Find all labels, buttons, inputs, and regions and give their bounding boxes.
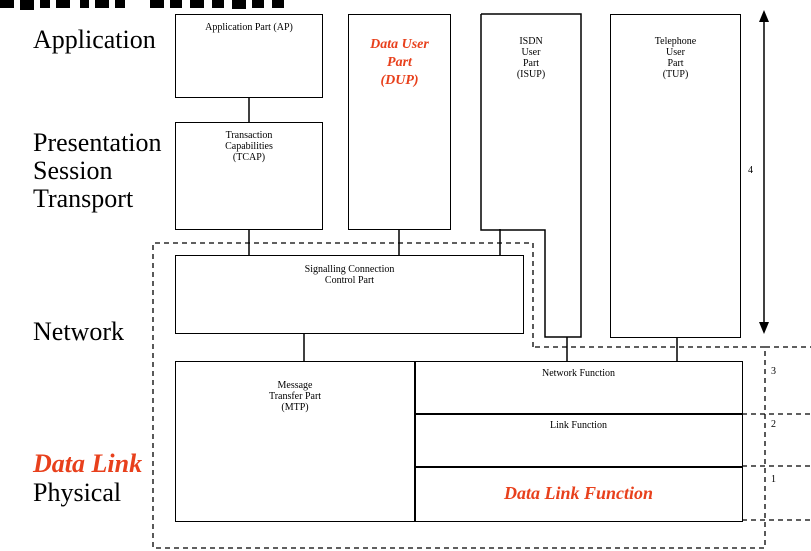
level-2-number: 2: [771, 419, 776, 430]
dup-label-2: Part: [387, 55, 412, 70]
layer-physical: Physical: [33, 478, 122, 507]
layer-presentation: Presentation: [33, 128, 162, 157]
mtp-separator-1: [414, 413, 743, 415]
tup-label-4: (TUP): [662, 69, 689, 80]
network-function-label: Network Function: [541, 368, 616, 379]
isup-label-4: (ISUP): [516, 69, 546, 80]
dup-label-1: Data User: [370, 37, 429, 52]
ap-box: [175, 14, 323, 98]
tup-label-3: Part: [667, 58, 684, 69]
sccp-label-2: Control Part: [324, 275, 375, 286]
tcap-label-3: (TCAP): [232, 152, 266, 163]
tcap-label-1: Transaction: [225, 130, 273, 141]
tup-box: [610, 14, 741, 338]
tup-label-2: User: [666, 47, 685, 58]
tup-label-1: Telephone: [654, 36, 697, 47]
tcap-box: [175, 122, 323, 230]
dup-label-3: (DUP): [380, 73, 419, 88]
link-function-label: Link Function: [550, 420, 607, 431]
mtp-label-2: Transfer Part: [268, 391, 322, 402]
mtp-divider: [414, 361, 416, 522]
dup-box: [348, 14, 451, 230]
level-3-number: 3: [771, 366, 776, 377]
isup-label-2: User: [521, 47, 541, 58]
title-fragment-glyphs: [0, 0, 284, 10]
data-link-function-label: Data Link Function: [503, 483, 654, 503]
isup-label-1: ISDN: [519, 36, 543, 47]
level-1-number: 1: [771, 474, 776, 485]
isup-label-3: Part: [522, 58, 540, 69]
tcap-label-2: Capabilities: [225, 141, 273, 152]
level-4-number: 4: [748, 165, 753, 176]
sccp-box: [175, 255, 524, 334]
mtp-label-3: (MTP): [281, 402, 309, 413]
ap-label: Application Part (AP): [205, 22, 293, 33]
layer-session: Session: [33, 156, 113, 185]
layer-network: Network: [33, 317, 124, 346]
title-fragment: [0, 0, 290, 14]
mtp-separator-2: [414, 466, 743, 468]
mtp-label-1: Message: [277, 380, 313, 391]
layer-data-link: Data Link: [33, 449, 143, 478]
mtp-box: [175, 361, 743, 522]
sccp-label-1: Signalling Connection: [304, 264, 395, 275]
layer-transport: Transport: [33, 184, 134, 213]
layer-application: Application: [33, 25, 156, 54]
